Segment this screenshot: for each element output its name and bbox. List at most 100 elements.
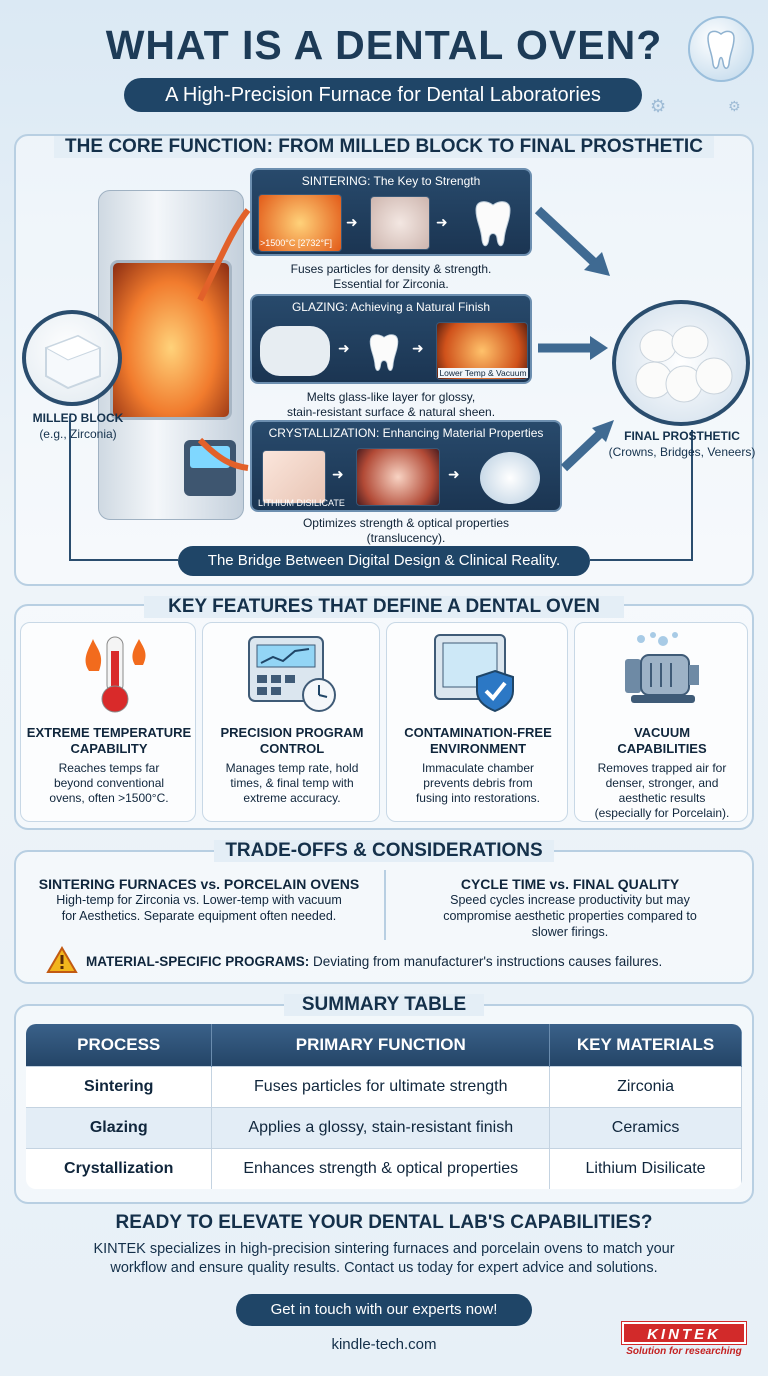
thermometer-fire-icon: [75, 631, 155, 722]
arrow-to-final: [560, 426, 608, 472]
feature-desc-line: Reaches temps far: [58, 761, 160, 775]
table-cell: Lithium Disilicate: [549, 1147, 742, 1189]
tradeoff-desc-line: compromise aesthetic properties compared…: [443, 909, 697, 923]
crystal-structure-image: [356, 448, 440, 506]
heat-arrow: [197, 208, 251, 302]
table-cell: Zirconia: [549, 1065, 742, 1107]
gear-icon: ⚙: [728, 98, 741, 114]
gear-icon: ⚙: [650, 96, 667, 116]
column-header: PRIMARY FUNCTION: [211, 1024, 551, 1066]
feature-desc-line: denser, stronger, and: [605, 776, 719, 790]
feature-desc-line: fusing into restorations.: [415, 791, 541, 805]
milled-block-image: [22, 310, 122, 406]
website-link[interactable]: kindle-tech.com: [331, 1336, 437, 1353]
summary-table-title: SUMMARY TABLE: [284, 994, 484, 1016]
feature-name-line: ENVIRONMENT: [429, 741, 527, 756]
table-header-row: PROCESS PRIMARY FUNCTION KEY MATERIALS: [26, 1024, 742, 1066]
translucent-crown-image: [480, 452, 540, 504]
sintering-desc-line: Fuses particles for density & strength.: [290, 262, 492, 276]
table-cell: Enhances strength & optical properties: [211, 1147, 551, 1189]
sintering-desc-line: Essential for Zirconia.: [333, 277, 449, 291]
bridge-tagline: The Bridge Between Digital Design & Clin…: [178, 546, 590, 576]
vacuum-pump-icon: [611, 629, 711, 720]
crystallization-title: CRYSTALLIZATION: Enhancing Material Prop…: [268, 426, 544, 440]
feature-desc-line: times, & final temp with: [230, 776, 354, 790]
tooth-icon: [688, 16, 754, 82]
feature-card-temperature: EXTREME TEMPERATURE CAPABILITY Reaches t…: [20, 622, 196, 822]
warning-icon: [46, 946, 78, 979]
table-cell: Fuses particles for ultimate strength: [211, 1065, 551, 1107]
feature-card-contamination: CONTAMINATION-FREE ENVIRONMENT Immaculat…: [386, 622, 568, 822]
table-cell: Applies a glossy, stain-resistant finish: [211, 1106, 551, 1148]
sintering-description: Fuses particles for density & strength. …: [250, 262, 532, 292]
crystallization-card: CRYSTALLIZATION: Enhancing Material Prop…: [250, 420, 562, 512]
glazing-card: GLAZING: Achieving a Natural Finish ➜ ➜ …: [250, 294, 532, 384]
gloved-hand-image: [260, 326, 330, 376]
feature-name: PRECISION PROGRAM CONTROL: [203, 725, 381, 757]
crystallization-desc-line: (translucency).: [366, 531, 446, 545]
milled-block-title: MILLED BLOCK: [32, 411, 124, 425]
oven-chamber-glow: [110, 260, 232, 420]
feature-desc-line: Manages temp rate, hold: [225, 761, 359, 775]
table-cell: Ceramics: [549, 1106, 742, 1148]
particle-structure-image: [370, 196, 430, 250]
feature-name: EXTREME TEMPERATURE CAPABILITY: [21, 725, 197, 757]
heat-arrow: [197, 437, 249, 471]
table-cell: Crystallization: [26, 1147, 213, 1189]
glazing-desc-line: Melts glass-like layer for glossy,: [306, 390, 476, 404]
final-prosthetic-image: [612, 300, 750, 426]
feature-card-vacuum: VACUUM CAPABILITIES Removes trapped air …: [574, 622, 748, 822]
flow-arrows: [69, 206, 693, 561]
arrow-to-final: [534, 206, 602, 270]
feature-description: Manages temp rate, hold times, & final t…: [203, 761, 381, 806]
arrowhead: [584, 252, 610, 276]
page-title: WHAT IS A DENTAL OVEN?: [105, 22, 663, 68]
feature-name: VACUUM CAPABILITIES: [575, 725, 749, 757]
oven-display-screen: [190, 446, 230, 468]
table-row: Crystallization Enhances strength & opti…: [26, 1147, 742, 1189]
contact-experts-button[interactable]: Get in touch with our experts now!: [236, 1294, 532, 1326]
brand-tagline: Solution for researching: [626, 1346, 742, 1357]
subtitle-pill: A High-Precision Furnace for Dental Labo…: [124, 78, 642, 112]
crystallization-description: Optimizes strength & optical properties …: [250, 516, 562, 546]
cta-body-line: KINTEK specializes in high-precision sin…: [93, 1241, 675, 1257]
tooth-icon: [470, 196, 516, 255]
milled-block-label: MILLED BLOCK (e.g., Zirconia): [18, 410, 138, 442]
summary-table: PROCESS PRIMARY FUNCTION KEY MATERIALS S…: [26, 1024, 742, 1189]
feature-description: Removes trapped air for denser, stronger…: [575, 761, 749, 821]
feature-name-line: CONTAMINATION-FREE: [404, 725, 552, 740]
feature-desc-line: ovens, often >1500°C.: [49, 791, 169, 805]
warning-text: MATERIAL-SPECIFIC PROGRAMS: Deviating fr…: [86, 954, 746, 969]
tradeoff-cycle-vs-quality: CYCLE TIME vs. FINAL QUALITY Speed cycle…: [392, 876, 748, 940]
warning-label: MATERIAL-SPECIFIC PROGRAMS:: [86, 954, 310, 969]
glazing-description: Melts glass-like layer for glossy, stain…: [250, 390, 532, 420]
hot-block-image: [258, 194, 342, 252]
table-cell: Sintering: [26, 1065, 213, 1107]
tradeoffs-title: TRADE-OFFS & CONSIDERATIONS: [214, 840, 554, 862]
glazing-chamber-label: Lower Temp & Vacuum: [438, 368, 528, 378]
feature-name-line: CAPABILITIES: [617, 741, 707, 756]
sintering-title: SINTERING: The Key to Strength: [301, 174, 481, 188]
sintering-card: SINTERING: The Key to Strength >1500°C […: [250, 168, 532, 256]
milled-block-subtitle: (e.g., Zirconia): [39, 427, 117, 441]
feature-name: CONTAMINATION-FREE ENVIRONMENT: [387, 725, 569, 757]
cta-title: READY TO ELEVATE YOUR DENTAL LAB'S CAPAB…: [115, 1212, 653, 1233]
glazing-title: GLAZING: Achieving a Natural Finish: [291, 300, 491, 314]
arrow-right-icon: ➜: [346, 214, 358, 230]
feature-desc-line: prevents debris from: [423, 776, 533, 790]
kintek-logo: KINTEK: [621, 1321, 747, 1345]
final-prosthetic-subtitle: (Crowns, Bridges, Veneers): [608, 445, 756, 459]
divider: [384, 870, 386, 940]
feature-description: Reaches temps far beyond conventional ov…: [21, 761, 197, 806]
feature-desc-line: Immaculate chamber: [421, 761, 535, 775]
feature-card-precision: PRECISION PROGRAM CONTROL Manages temp r…: [202, 622, 380, 822]
lithium-disilicate-block-image: [262, 450, 326, 504]
tradeoff-desc-line: slower firings.: [531, 925, 609, 939]
sintering-temp-label: >1500°C [2732°F]: [260, 238, 332, 248]
feature-description: Immaculate chamber prevents debris from …: [387, 761, 569, 806]
feature-name-line: CAPABILITY: [70, 741, 148, 756]
arrow-right-icon: ➜: [338, 340, 350, 356]
table-cell: Glazing: [26, 1106, 213, 1148]
flow-line: [590, 430, 693, 561]
tradeoff-desc-line: for Aesthetics. Separate equipment often…: [61, 909, 337, 923]
